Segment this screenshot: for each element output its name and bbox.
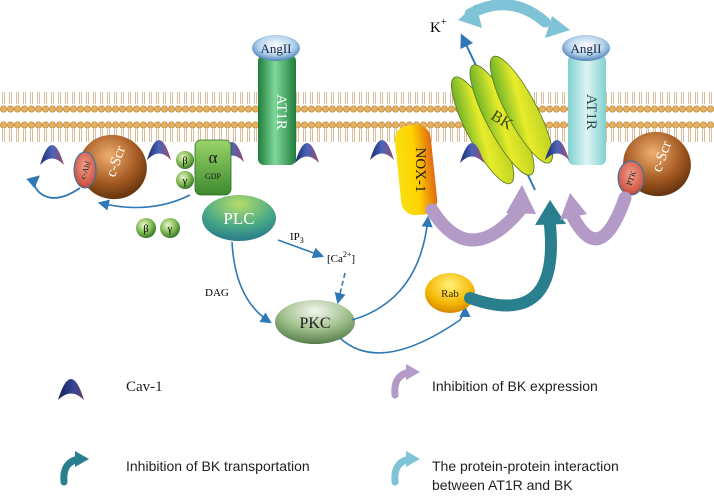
at1r-label-left: AT1R [273,94,289,130]
cav1-icon [295,143,319,163]
cav1-icon [370,140,394,160]
cav1-icon [460,143,484,163]
pkc-enzyme: PKC [275,300,355,344]
g-protein: α GDP β γ [176,139,232,196]
pkc-label: PKC [299,315,330,332]
free-gamma-label: γ [167,224,173,235]
legend-inhibition-expression-label: Inhibition of BK expression [432,378,598,394]
angii-ligand-right [562,35,610,61]
ip3-label: IP3 [290,231,304,245]
at1r-label-right: AT1R [583,94,599,130]
legend-ppi: The protein-protein interaction between … [391,451,619,493]
legend-inhibition-transport-label: Inhibition of BK transportation [126,458,310,474]
at1r-receptor-right: AT1R AngII [562,35,610,165]
legend-ppi-label-line2: between AT1R and BK [432,477,573,493]
calcium-to-pkc-arrow [334,272,346,305]
bk-transport-arrow [464,200,566,312]
nox1-protein: NOX-1 [394,124,438,216]
pkc-to-nox1-arrow [351,215,433,321]
cav1-icon [545,140,569,160]
legend-inhibition-transport: Inhibition of BK transportation [60,451,310,486]
pkc-to-rab-arrow [339,305,471,354]
g-to-cscr-arrow [97,194,191,211]
ptk-inhibition-arrow [560,191,632,246]
legend-cav1: Cav-1 [58,379,163,400]
dag-label: DAG [205,287,229,299]
cav1-icon [40,145,64,165]
calcium-label: [Ca2+] [327,250,355,265]
legend-inhibition-expression: Inhibition of BK expression [391,364,598,399]
ip3-arrow [277,239,325,259]
k-ion-label: K+ [430,17,447,36]
free-beta-label: β [143,224,148,235]
legend-cav1-label: Cav-1 [126,379,163,395]
ppi-arrow [458,0,570,38]
nox1-label: NOX-1 [412,148,428,193]
g-beta-label: β [182,156,187,167]
g-alpha-label: α [209,148,218,167]
free-beta-gamma: β γ [136,218,180,238]
legend-ppi-label-line1: The protein-protein interaction [432,458,619,474]
angii-ligand-left [252,35,300,61]
rab-protein: Rab [425,273,475,313]
cscr-complex-left: c-Scr c-Abl [73,134,147,200]
g-gamma-label: γ [182,176,188,187]
nox1-inhibition-arrow [425,185,536,247]
angii-label-right: AngII [570,41,601,56]
angii-label-left: AngII [260,41,291,56]
cav1-icon [58,379,84,400]
at1r-receptor-left: AT1R AngII [252,35,300,165]
plc-label: PLC [223,209,254,228]
cav1-icon [147,140,171,160]
plc-enzyme: PLC [202,195,276,241]
legend: Cav-1 Inhibition of BK expression Inhibi… [58,364,619,493]
cscr-complex-right: c-Scr PTK [617,131,691,197]
cabl-loop-arrow [26,175,81,199]
bk-channel: BK [451,55,553,185]
gdp-label: GDP [205,172,222,181]
dag-arrow [231,241,272,324]
rab-label: Rab [441,288,459,300]
